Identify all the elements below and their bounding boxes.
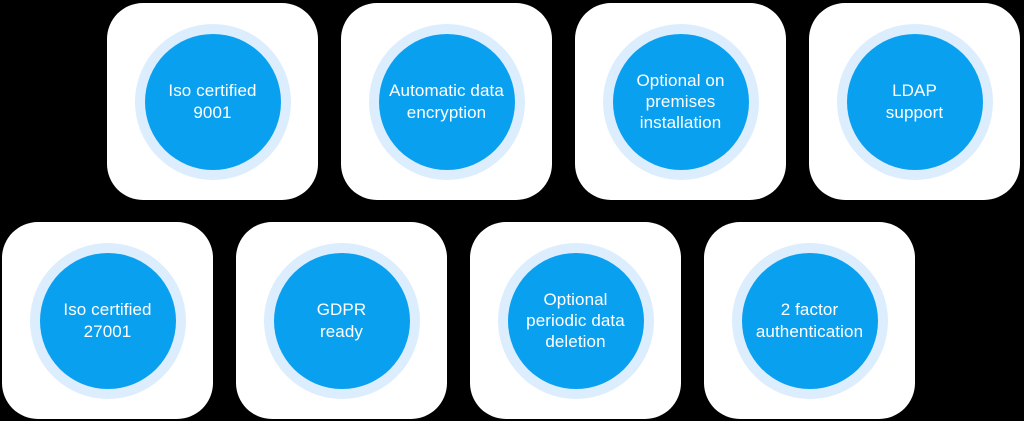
feature-label: Automatic data encryption: [389, 81, 504, 122]
halo-ring: Optional periodic data deletion: [497, 242, 654, 399]
halo-ring: Optional on premises installation: [602, 23, 759, 180]
halo-ring: Iso certified 9001: [134, 23, 291, 180]
feature-card-automatic-data-encryption: Automatic data encryption: [341, 3, 552, 200]
halo-ring: Automatic data encryption: [368, 23, 525, 180]
feature-label: Optional periodic data deletion: [526, 289, 625, 352]
feature-circle: 2 factor authentication: [741, 252, 878, 389]
feature-label: 2 factor authentication: [755, 300, 864, 341]
halo-ring: 2 factor authentication: [731, 242, 888, 399]
feature-label: Optional on premises installation: [636, 70, 725, 133]
feature-label: Iso certified 27001: [63, 300, 152, 341]
halo-ring: Iso certified 27001: [29, 242, 186, 399]
features-row-top: Iso certified 9001 Automatic data encryp…: [107, 3, 1020, 200]
feature-circle: Iso certified 9001: [144, 33, 281, 170]
feature-circle: Optional on premises installation: [612, 33, 749, 170]
features-row-bottom: Iso certified 27001 GDPR ready Optional …: [2, 222, 915, 419]
feature-card-optional-on-premises-installation: Optional on premises installation: [575, 3, 786, 200]
feature-label: LDAP support: [885, 81, 944, 122]
feature-circle: Iso certified 27001: [39, 252, 176, 389]
halo-ring: LDAP support: [836, 23, 993, 180]
feature-circle: Automatic data encryption: [378, 33, 515, 170]
feature-card-2-factor-authentication: 2 factor authentication: [704, 222, 915, 419]
feature-card-iso-certified-27001: Iso certified 27001: [2, 222, 213, 419]
feature-card-ldap-support: LDAP support: [809, 3, 1020, 200]
feature-label: GDPR ready: [316, 300, 367, 341]
halo-ring: GDPR ready: [263, 242, 420, 399]
feature-circle: Optional periodic data deletion: [507, 252, 644, 389]
feature-card-gdpr-ready: GDPR ready: [236, 222, 447, 419]
feature-card-optional-periodic-data-deletion: Optional periodic data deletion: [470, 222, 681, 419]
feature-card-iso-certified-9001: Iso certified 9001: [107, 3, 318, 200]
feature-circle: GDPR ready: [273, 252, 410, 389]
feature-label: Iso certified 9001: [168, 81, 257, 122]
feature-circle: LDAP support: [846, 33, 983, 170]
